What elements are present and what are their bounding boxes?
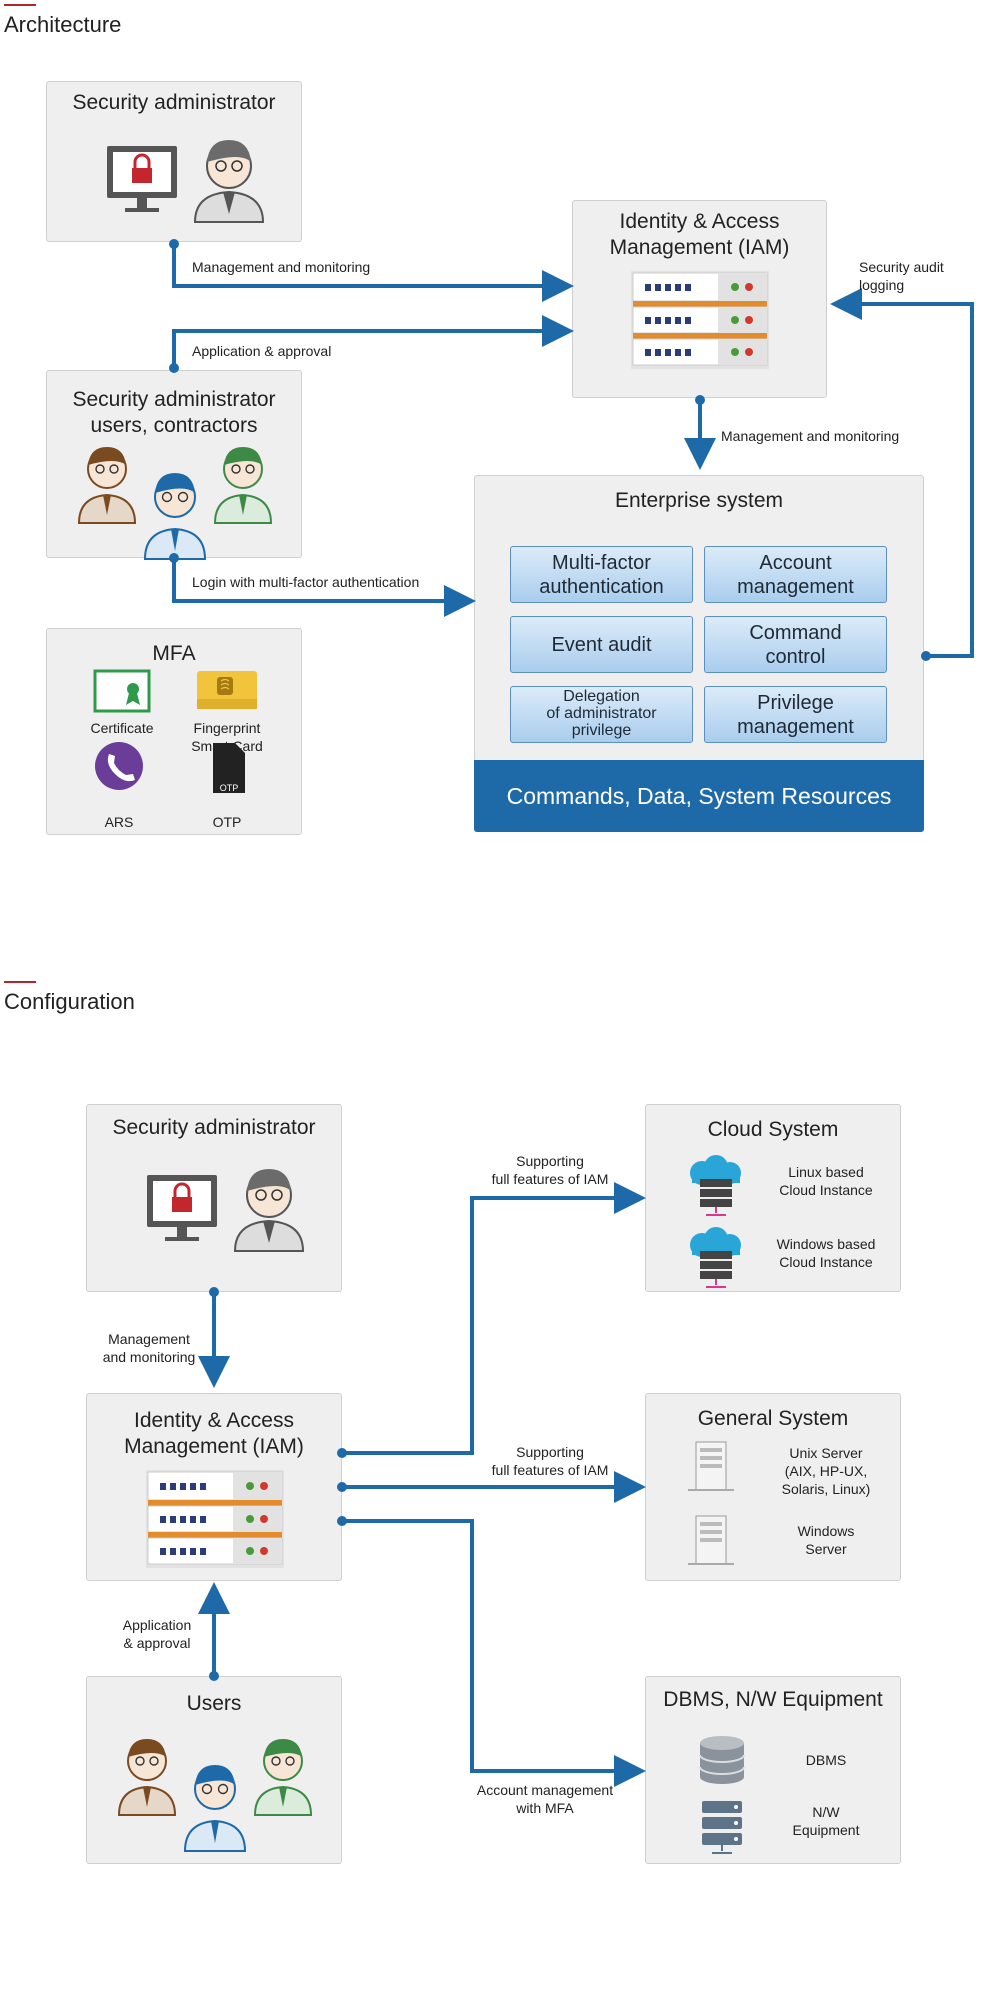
mfa-fingerprint-label-2: Smart Card	[191, 738, 263, 754]
config-iam-box: Identity & Access Management (IAM)	[86, 1393, 342, 1581]
cloud-windows-label-2: Cloud Instance	[779, 1254, 873, 1270]
label-mgmt-monitoring: Management and monitoring	[192, 259, 371, 275]
cloud-server-icon	[690, 1227, 741, 1288]
tower-server-icons	[688, 1441, 734, 1565]
arch-security-admin-title: Security administrator	[72, 91, 276, 114]
config-users-box: Users	[86, 1676, 342, 1864]
network-equipment-icon	[702, 1801, 742, 1854]
cloud-server-icon	[690, 1155, 741, 1216]
arch-users-title-1: Security administrator	[72, 388, 276, 411]
arch-iam-title-1: Identity & Access	[619, 210, 780, 233]
dbms-label: DBMS	[805, 1752, 847, 1768]
section-marker	[4, 4, 36, 6]
config-iam-title-2: Management (IAM)	[124, 1435, 304, 1458]
cloud-windows-label-1: Windows based	[776, 1236, 876, 1252]
label-security-audit-2: logging	[859, 277, 905, 293]
arch-connectors	[169, 239, 974, 661]
cloud-linux-label-1: Linux based	[788, 1164, 864, 1180]
users-group-icon	[77, 447, 273, 560]
otp-icon-text: OTP	[219, 783, 239, 793]
mfa-fingerprint-label-1: Fingerprint	[193, 720, 261, 736]
general-windows-label-1: Windows	[797, 1523, 855, 1539]
arch-iam-box: Identity & Access Management (IAM)	[572, 200, 827, 398]
mfa-ars-label: ARS	[104, 814, 134, 830]
resources-bar: Commands, Data, System Resources	[474, 760, 924, 832]
config-general-title: General System	[697, 1407, 849, 1430]
certificate-icon	[93, 669, 151, 713]
general-unix-label-2: (AIX, HP-UX,	[784, 1463, 868, 1479]
cloud-server-icons	[690, 1155, 741, 1288]
cloud-linux-label-2: Cloud Instance	[779, 1182, 873, 1198]
label-account-mgmt-1: Account management	[476, 1782, 614, 1798]
users-group-icon	[117, 1739, 313, 1852]
label-security-audit-1: Security audit	[859, 259, 944, 275]
server-rack-icon	[631, 271, 769, 369]
general-windows-label-2: Server	[805, 1541, 847, 1557]
label-support-general-1: Supporting	[516, 1444, 584, 1460]
mfa-icons	[93, 669, 257, 793]
otp-file-icon	[213, 743, 245, 793]
arch-users-title-2: users, contractors	[90, 414, 258, 437]
nw-label-2: Equipment	[792, 1822, 860, 1838]
label-config-app-2: & approval	[123, 1635, 191, 1651]
general-unix-label-1: Unix Server	[789, 1445, 863, 1461]
mfa-certificate-label: Certificate	[90, 720, 154, 736]
label-mgmt-monitoring-2: Management and monitoring	[721, 428, 900, 444]
tower-server-icon	[688, 1515, 734, 1565]
database-icon	[699, 1736, 745, 1784]
label-support-general-2: full features of IAM	[491, 1462, 609, 1478]
arch-mfa-title: MFA	[152, 642, 196, 665]
arrow-to-dbms	[342, 1519, 646, 1787]
config-users-title: Users	[186, 1692, 242, 1715]
general-unix-label-3: Solaris, Linux)	[781, 1481, 871, 1497]
mfa-otp-label: OTP	[212, 814, 242, 830]
arrow-application-approval	[172, 315, 574, 368]
label-config-mgmt-2: and monitoring	[102, 1349, 196, 1365]
arch-enterprise-title: Enterprise system	[614, 489, 784, 512]
dbms-nw-icons	[699, 1736, 745, 1854]
tower-server-icon	[688, 1441, 734, 1491]
config-general-box: General System Unix Server (AIX, HP-UX, …	[645, 1393, 901, 1581]
section-title-configuration: Configuration	[4, 989, 135, 1014]
admin-with-monitor-icon	[107, 140, 265, 223]
config-security-admin-box: Security administrator	[86, 1104, 342, 1292]
config-dbms-box: DBMS, N/W Equipment DBMS N/W Equipment	[645, 1676, 901, 1864]
label-support-cloud-1: Supporting	[516, 1153, 584, 1169]
admin-with-monitor-icon	[147, 1169, 305, 1252]
nw-label-1: N/W	[812, 1804, 840, 1820]
arrow-security-audit	[830, 288, 974, 658]
arch-mfa-box: MFA Certificate Fingerprint Smart Card A…	[46, 628, 302, 835]
arrow-login-mfa	[172, 558, 476, 617]
config-cloud-box: Cloud System Linux based Cloud Instance …	[645, 1104, 901, 1292]
arrow-to-cloud	[342, 1182, 646, 1455]
arch-security-admin-box: Security administrator	[46, 81, 302, 242]
label-application-approval: Application & approval	[192, 343, 332, 359]
section-marker	[4, 981, 36, 983]
ars-phone-icon	[95, 742, 143, 790]
arrow-mgmt-monitoring	[172, 243, 574, 302]
config-security-admin-title: Security administrator	[112, 1116, 316, 1139]
server-rack-icon	[146, 1470, 284, 1568]
config-dbms-title: DBMS, N/W Equipment	[663, 1688, 883, 1711]
fingerprint-smart-card-icon	[197, 671, 257, 709]
section-title-architecture: Architecture	[4, 12, 122, 37]
config-iam-title-1: Identity & Access	[134, 1409, 294, 1432]
label-support-cloud-2: full features of IAM	[491, 1171, 609, 1187]
label-login-mfa: Login with multi-factor authentication	[192, 574, 420, 590]
label-config-app-1: Application	[122, 1617, 192, 1633]
arch-iam-title-2: Management (IAM)	[609, 236, 790, 259]
label-config-mgmt-1: Management	[108, 1331, 190, 1347]
label-account-mgmt-2: with MFA	[516, 1800, 574, 1816]
arch-users-box: Security administrator users, contractor…	[46, 370, 302, 560]
config-cloud-title: Cloud System	[707, 1118, 839, 1141]
ent-event-audit: Event audit	[510, 616, 693, 673]
